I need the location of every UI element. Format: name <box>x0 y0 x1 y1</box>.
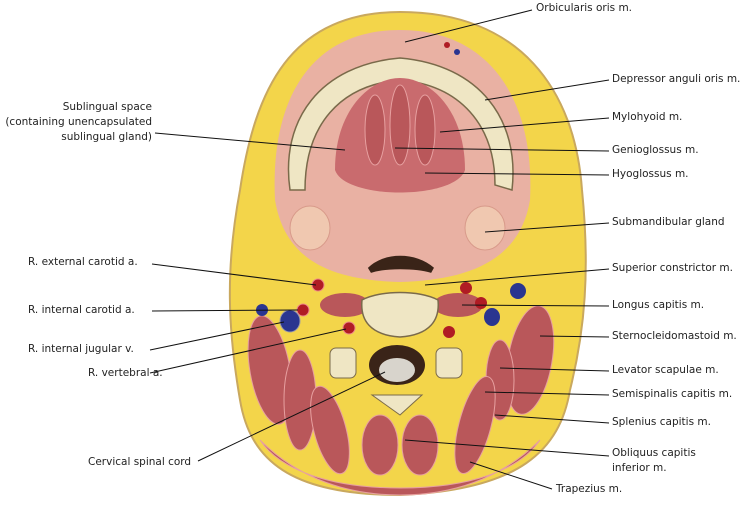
label-depressor-anguli-oris: Depressor anguli oris m. <box>612 73 740 85</box>
label-genioglossus: Genioglossus m. <box>612 144 699 156</box>
transverse-process-right <box>435 347 463 379</box>
label-line: Sublingual space <box>62 101 152 113</box>
label-superior-constrictor: Superior constrictor m. <box>612 262 733 274</box>
label-sternocleidomastoid: Sternocleidomastoid m. <box>612 330 737 342</box>
submandibular-gland-right <box>464 205 506 251</box>
label-orbicularis-oris: Orbicularis oris m. <box>536 2 633 14</box>
ext-carotid-artery <box>311 278 325 292</box>
label-external-carotid: R. external carotid a. <box>28 256 138 268</box>
label-line: Obliquus capitis <box>612 447 696 459</box>
posterior-muscles <box>247 305 555 496</box>
label-submandibular-gland: Submandibular gland <box>612 216 725 228</box>
label-line: inferior m. <box>612 462 667 474</box>
spinous-process <box>370 394 424 416</box>
label-longus-capitis: Longus capitis m. <box>612 299 705 311</box>
label-line: sublingual gland) <box>61 131 152 143</box>
leader-lines <box>149 9 610 490</box>
label-vertebral-artery: R. vertebral a. <box>88 367 163 379</box>
longus-capitis-right <box>433 293 483 317</box>
label-trapezius: Trapezius m. <box>556 483 623 495</box>
longus-capitis-left <box>320 293 370 317</box>
vessels <box>256 42 526 338</box>
tongue-muscles <box>364 84 436 166</box>
label-sublingual-space: Sublingual space (containing unencapsulat… <box>5 100 152 145</box>
mandible <box>287 57 514 191</box>
submandibular-gland-left <box>289 205 331 251</box>
label-internal-jugular: R. internal jugular v. <box>28 343 134 355</box>
label-mylohyoid: Mylohyoid m. <box>612 111 683 123</box>
vertebral-body <box>361 291 439 338</box>
pharynx <box>367 255 434 273</box>
label-line: (containing unencapsulated <box>5 116 152 128</box>
label-cervical-spinal-cord: Cervical spinal cord <box>88 456 192 468</box>
internal-jugular-vein <box>279 309 301 333</box>
label-splenius-capitis: Splenius capitis m. <box>612 416 711 428</box>
label-internal-carotid: R. internal carotid a. <box>28 304 135 316</box>
label-levator-scapulae: Levator scapulae m. <box>612 364 719 376</box>
label-obliquus-capitis-inferior: Obliquus capitis inferior m. <box>612 446 696 476</box>
int-carotid-artery <box>296 303 310 317</box>
vertebral-artery-right <box>342 321 356 335</box>
transverse-process-left <box>329 347 357 379</box>
label-semispinalis-capitis: Semispinalis capitis m. <box>612 388 733 400</box>
label-hyoglossus: Hyoglossus m. <box>612 168 689 180</box>
spinal-cord <box>379 358 415 382</box>
